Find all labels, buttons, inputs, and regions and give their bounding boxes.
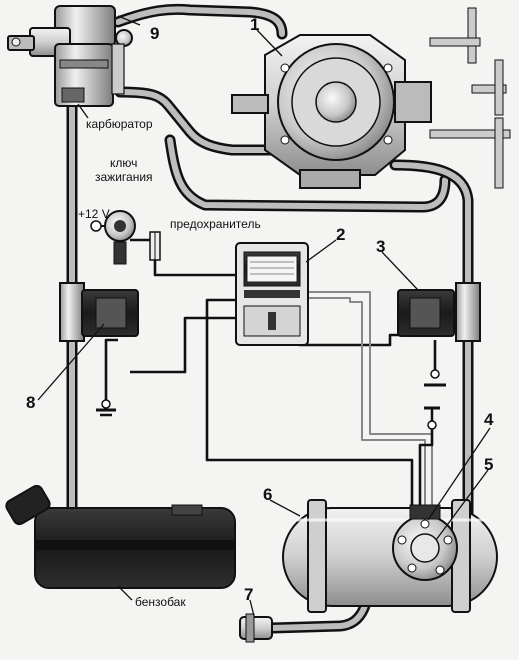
callout-8: 8	[26, 393, 35, 412]
voltage-label: +12 V	[78, 207, 110, 221]
text-labels: карбюратор ключ зажигания +12 V предохра…	[26, 15, 494, 609]
leader-lines	[37, 15, 491, 617]
multivalve	[392, 504, 458, 581]
filling-valve	[239, 613, 273, 643]
fuse	[149, 231, 161, 261]
ignition-key-label-line2: зажигания	[95, 170, 153, 184]
gas-valve	[397, 282, 481, 342]
fuel-tank-label: бензобак	[135, 595, 186, 609]
petrol-valve	[59, 282, 139, 342]
callout-1: 1	[250, 15, 259, 34]
callout-5: 5	[484, 455, 493, 474]
ignition-key-label-line1: ключ	[110, 156, 137, 170]
callout-3: 3	[376, 237, 385, 256]
fuse-label: предохранитель	[170, 217, 261, 231]
callout-2: 2	[336, 225, 345, 244]
callout-7: 7	[244, 585, 253, 604]
callout-6: 6	[263, 485, 272, 504]
ignition-key	[90, 210, 136, 265]
callout-4: 4	[484, 410, 494, 429]
gas-cylinder	[282, 499, 498, 613]
carburetor-assembly	[7, 5, 133, 107]
fuel-tank	[5, 484, 236, 589]
callout-9: 9	[150, 24, 159, 43]
control-unit	[235, 242, 309, 346]
reducer	[231, 7, 511, 189]
carburetor-label: карбюратор	[86, 117, 153, 131]
